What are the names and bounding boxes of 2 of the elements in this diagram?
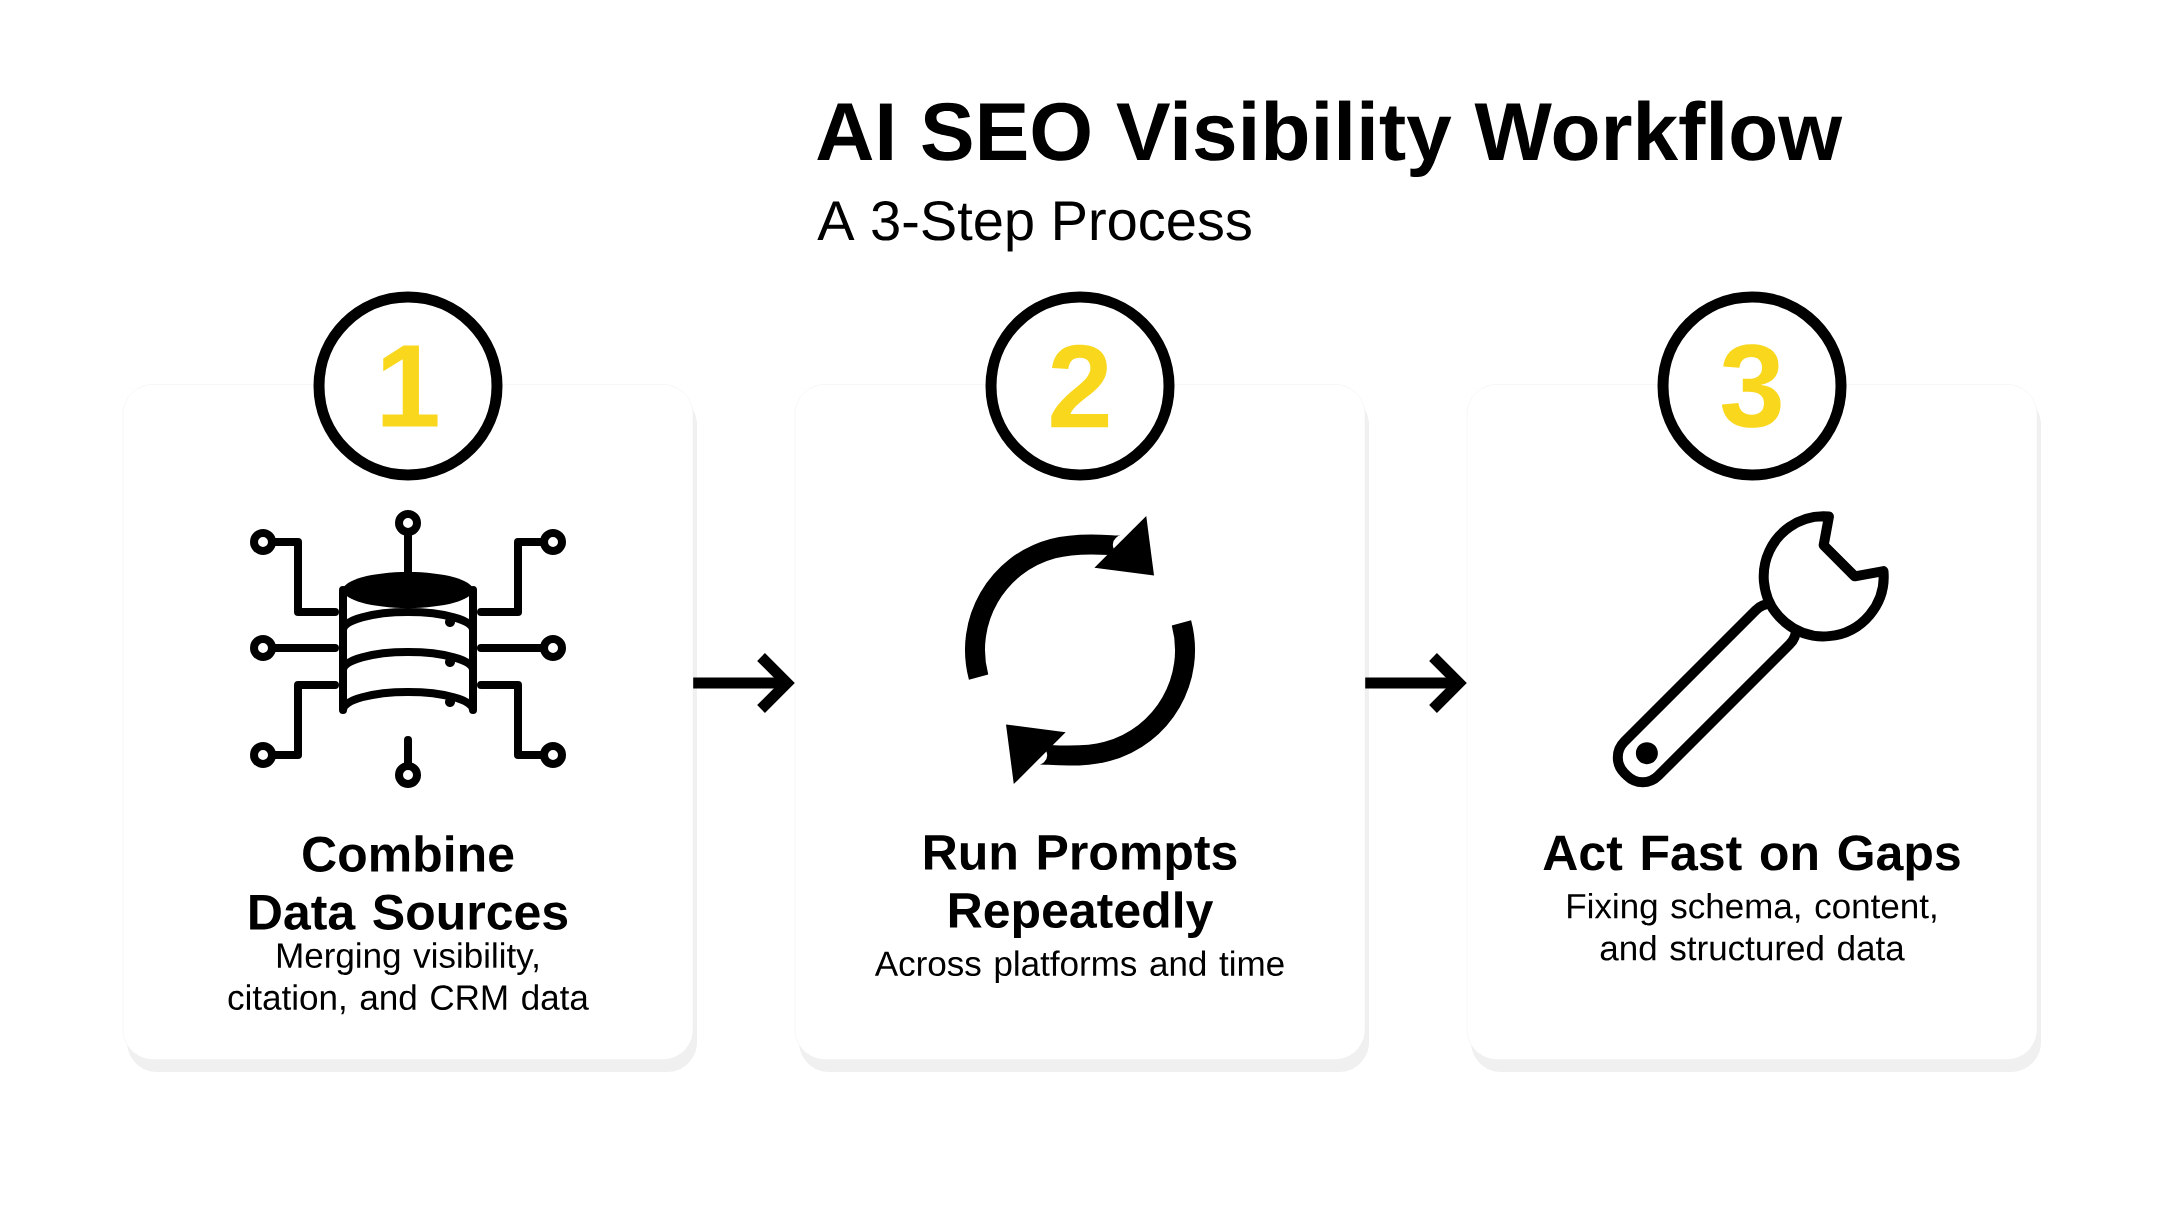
title: AI SEO Visibility Workflow bbox=[817, 100, 1843, 177]
subtitle: A 3-Step Process bbox=[817, 200, 1251, 252]
